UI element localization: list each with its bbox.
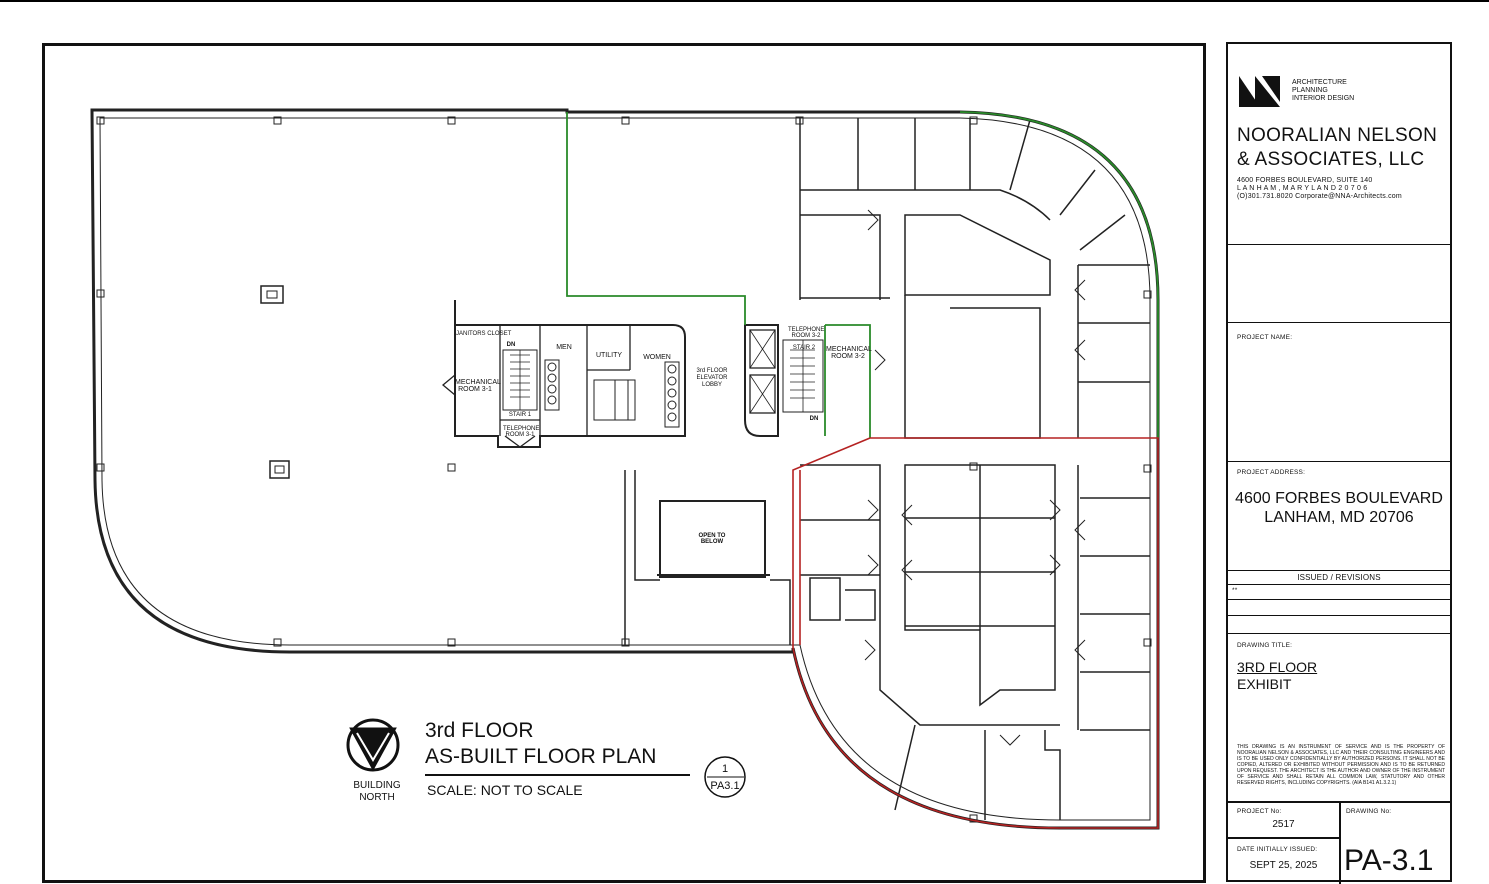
green-area-outline <box>566 111 1159 438</box>
sheet-top-border <box>0 0 1489 2</box>
tb-divider <box>1228 615 1450 616</box>
drawing-number: PA-3.1 <box>1344 844 1434 877</box>
firm-address-line1: 4600 FORBES BOULEVARD, SUITE 140 <box>1237 177 1373 184</box>
firm-address-line2: L A N H A M , M A R Y L A N D 2 0 7 0 6 <box>1237 185 1368 192</box>
firm-address-line3: (O)301.731.8020 Corporate@NNA-Architects… <box>1237 193 1402 200</box>
room-label-dn1: DN <box>506 342 516 348</box>
project-address-line2: LANHAM, MD 20706 <box>1264 509 1414 526</box>
plan-title: 3rd FLOOR AS-BUILT FLOOR PLAN <box>425 718 656 770</box>
tb-divider <box>1228 570 1450 571</box>
room-label-mech1: MECHANICAL ROOM 3-1 <box>455 379 501 393</box>
plan-title-line1: 3rd FLOOR <box>425 719 534 742</box>
date-issued: SEPT 25, 2025 <box>1249 860 1318 871</box>
tb-divider <box>1228 461 1450 462</box>
project-no-label: PROJECT No: <box>1237 808 1282 815</box>
room-label-tel2: TELEPHONE ROOM 3-2 <box>788 327 825 339</box>
room-label-dn2: DN <box>809 416 819 422</box>
tb-divider <box>1228 244 1450 245</box>
firm-logo-icon <box>1239 76 1280 107</box>
tb-divider <box>1228 837 1339 839</box>
plan-title-line2: AS-BUILT FLOOR PLAN <box>425 745 657 768</box>
tb-divider <box>1228 584 1450 585</box>
project-no: 2517 <box>1272 819 1295 830</box>
firm-name: NOORALIAN NELSON & ASSOCIATES, LLC <box>1237 124 1437 172</box>
firm-tagline: ARCHITECTURE PLANNING INTERIOR DESIGN <box>1292 79 1355 102</box>
firm-name-line2: & ASSOCIATES, LLC <box>1237 149 1425 170</box>
north-arrow-icon <box>346 718 400 772</box>
project-name-label: PROJECT NAME: <box>1237 334 1293 341</box>
room-label-mech2: MECHANICAL ROOM 3-2 <box>826 346 872 360</box>
open-to-below-box <box>659 500 766 578</box>
office-walls <box>799 118 1150 820</box>
drawing-title-label: DRAWING TITLE: <box>1237 642 1293 649</box>
title-block: ARCHITECTURE PLANNING INTERIOR DESIGN NO… <box>1226 42 1452 884</box>
drawing-no-label: DRAWING No: <box>1346 808 1392 815</box>
firm-name-line1: NOORALIAN NELSON <box>1237 125 1438 146</box>
room-label-stair1: STAIR 1 <box>508 412 532 418</box>
tb-vertical-divider <box>1339 801 1341 884</box>
room-label-men: MEN <box>556 344 572 351</box>
callout-number: 1 <box>721 763 729 775</box>
callout-sheet: PA3.1 <box>710 780 740 792</box>
room-label-janitor: JANITORS CLOSET <box>456 331 512 337</box>
issued-revisions-label: ISSUED / REVISIONS <box>1297 573 1381 582</box>
drawing-title: 3RD FLOOR EXHIBIT <box>1237 659 1317 693</box>
project-address-line1: 4600 FORBES BOULEVARD <box>1235 490 1443 507</box>
red-area-outline <box>792 437 1159 829</box>
drawing-title-line1: 3RD FLOOR <box>1237 659 1318 675</box>
building-outline-inner <box>99 117 1151 821</box>
room-label-utility: UTILITY <box>595 352 623 359</box>
columns <box>96 116 1152 823</box>
tb-divider <box>1228 322 1450 323</box>
north-label: BUILDING NORTH <box>353 780 401 803</box>
room-label-lobby: 3rd FLOOR ELEVATOR LOBBY <box>696 368 728 388</box>
project-address-label: PROJECT ADDRESS: <box>1237 469 1306 476</box>
core-left <box>454 300 686 448</box>
issued-mark: ** <box>1232 587 1238 594</box>
date-issued-label: DATE INITIALLY ISSUED: <box>1237 846 1318 853</box>
disclaimer-text: THIS DRAWING IS AN INSTRUMENT OF SERVICE… <box>1237 744 1445 786</box>
room-label-stair2: STAIR 2 <box>792 345 816 351</box>
drawing-title-line2: EXHIBIT <box>1237 676 1292 692</box>
tb-divider <box>1228 633 1450 634</box>
section-callout-circle <box>704 756 746 798</box>
elevator-core <box>744 324 779 437</box>
room-label-women: WOMEN <box>643 354 671 361</box>
room-label-open: OPEN TO BELOW <box>698 533 726 545</box>
tb-divider <box>1228 599 1450 600</box>
room-label-tel1: TELEPHONE ROOM 3-1 <box>503 426 540 438</box>
plan-scale: SCALE: NOT TO SCALE <box>427 782 583 798</box>
firm-address: 4600 FORBES BOULEVARD, SUITE 140 L A N H… <box>1237 177 1402 201</box>
